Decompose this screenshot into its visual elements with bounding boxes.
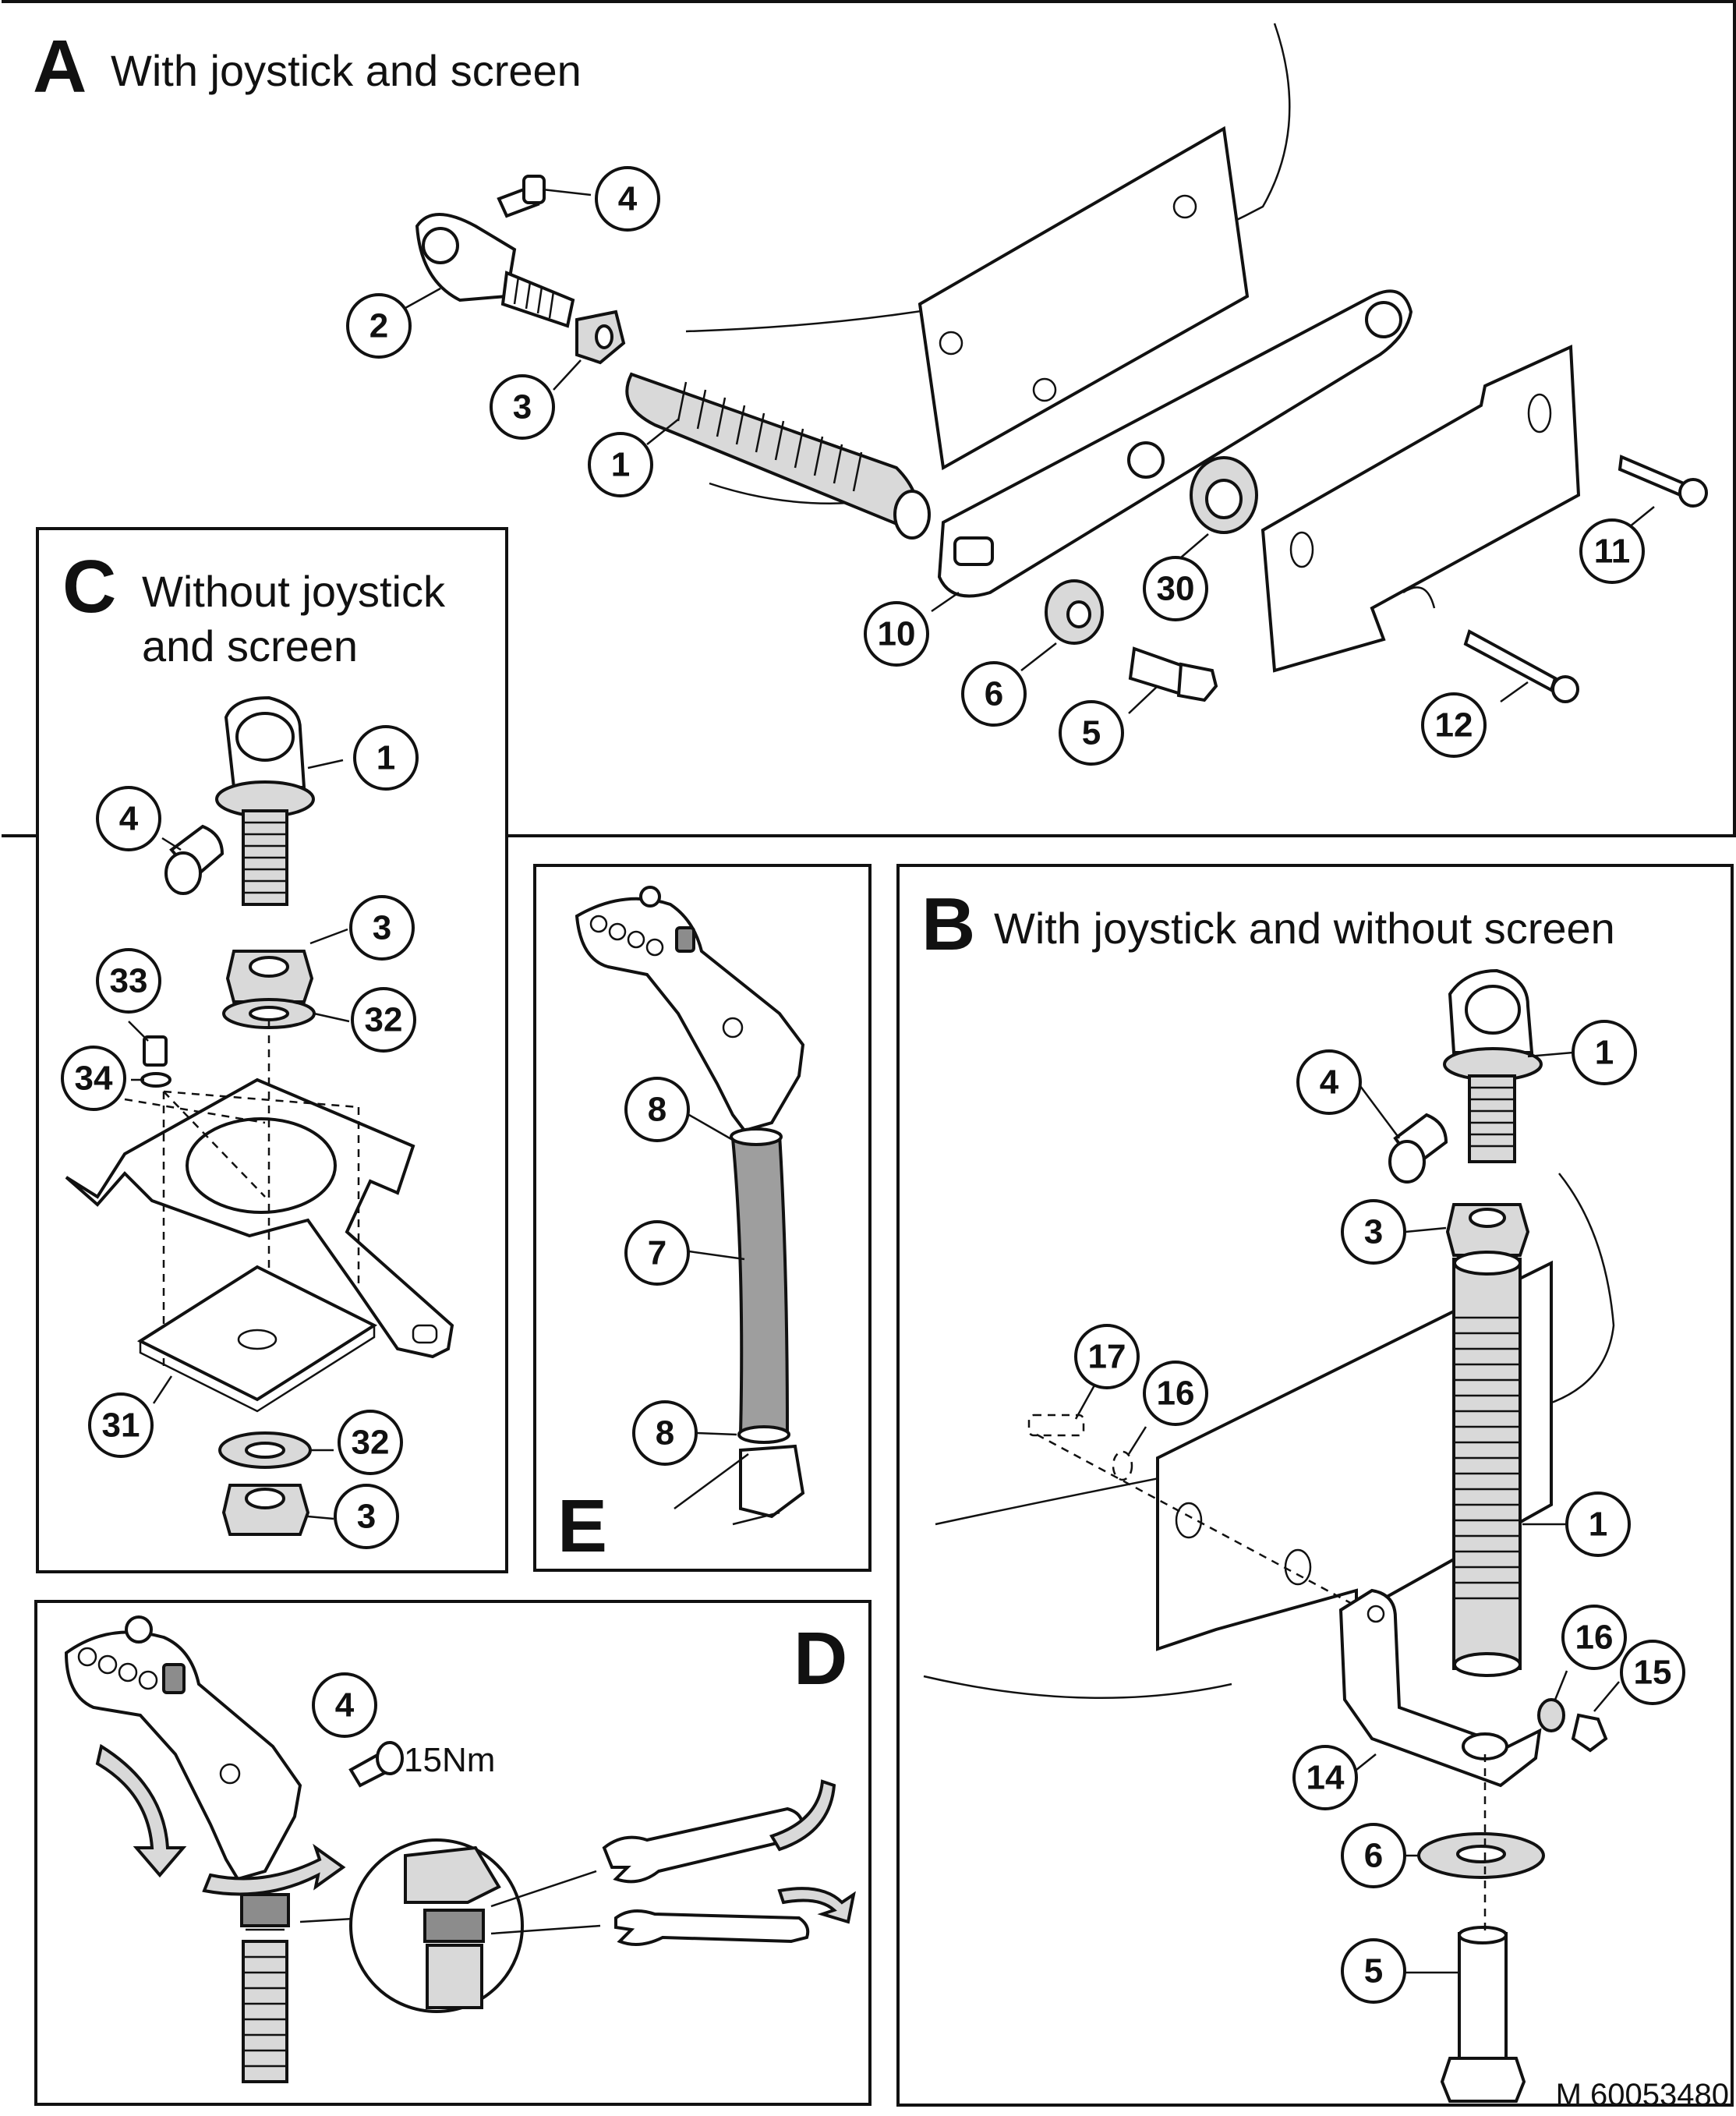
panel-d: D 15Nm — [34, 1600, 872, 2106]
callout-circle — [1059, 700, 1124, 766]
panel-c-letter: C — [62, 545, 116, 628]
callout-number: 12 — [1435, 706, 1473, 745]
callout-number: 31 — [102, 1407, 140, 1445]
panel-e: E — [533, 864, 872, 1572]
callout-number: 5 — [1082, 714, 1101, 752]
panel-d-letter: D — [794, 1617, 847, 1700]
callout-circle — [338, 1410, 403, 1475]
callout-circle — [624, 1077, 690, 1142]
callout-number: 3 — [513, 388, 532, 426]
callout-circle — [1143, 1361, 1208, 1426]
callout-number: 33 — [110, 962, 148, 1000]
callout-number: 10 — [878, 615, 916, 653]
callout-circle — [1143, 556, 1208, 621]
panel-b: B With joystick and without screen — [896, 864, 1734, 2107]
panel-c-title-1: Without joystick — [142, 567, 446, 616]
callout-circle — [1341, 1938, 1406, 2004]
callout-circle — [1579, 518, 1645, 584]
callout-circle — [312, 1672, 377, 1738]
callout-number: 16 — [1575, 1619, 1614, 1657]
callout-circle — [588, 432, 653, 497]
callout-number: 4 — [119, 800, 139, 838]
callout-number: 3 — [357, 1498, 376, 1536]
callout-number: 16 — [1157, 1375, 1195, 1413]
callout-number: 1 — [1595, 1034, 1614, 1072]
panel-b-letter: B — [921, 883, 975, 966]
callout-circle — [624, 1220, 690, 1286]
callout-number: 6 — [1364, 1837, 1383, 1875]
callout-circle — [346, 293, 412, 359]
callout-number: 14 — [1306, 1759, 1345, 1797]
callout-number: 8 — [648, 1091, 666, 1129]
callouts-panel-c: 1 4 3 33 32 34 31 32 3 — [61, 725, 419, 1549]
callout-number: 11 — [1594, 533, 1631, 571]
callout-number: 4 — [335, 1686, 355, 1725]
panel-c-title-2: and screen — [142, 621, 358, 671]
callout-circle — [96, 786, 161, 851]
callout-number: 30 — [1157, 570, 1195, 608]
callouts-panel-d: 4 — [312, 1672, 377, 1738]
callout-circle — [96, 948, 161, 1014]
panel-e-letter: E — [557, 1484, 607, 1568]
callout-circle — [1572, 1020, 1637, 1085]
callout-circle — [349, 895, 415, 961]
document-reference: M 60053480 — [1556, 2078, 1729, 2112]
callout-number: 6 — [985, 675, 1003, 713]
callout-circle — [1074, 1324, 1140, 1389]
callouts-panel-a: 4 2 3 1 10 6 5 30 11 12 — [346, 166, 1645, 766]
callout-circle — [1296, 1049, 1362, 1115]
callout-circle — [1341, 1199, 1406, 1265]
torque-value: 15Nm — [404, 1741, 495, 1779]
callout-number: 7 — [648, 1234, 666, 1272]
panel-a-letter: A — [33, 25, 87, 108]
callout-circle — [1565, 1491, 1631, 1557]
callout-circle — [1620, 1640, 1685, 1705]
callout-circle — [1341, 1823, 1406, 1888]
callout-circle — [490, 374, 555, 440]
callout-number: 4 — [618, 180, 638, 218]
callout-circle — [1421, 692, 1487, 758]
callout-circle — [88, 1392, 154, 1458]
callout-number: 8 — [656, 1414, 674, 1453]
callout-number: 4 — [1320, 1063, 1339, 1102]
callout-number: 34 — [75, 1060, 113, 1098]
callout-number: 1 — [1589, 1506, 1607, 1544]
panel-a: A With joystick and screen — [2, 0, 1736, 837]
tube-ribs-a — [677, 381, 863, 492]
callout-number: 32 — [352, 1424, 390, 1462]
callout-number: 1 — [377, 739, 395, 777]
callout-circle — [351, 987, 416, 1053]
callout-circle — [1292, 1745, 1358, 1810]
panel-c: C Without joystick and screen — [36, 527, 508, 1573]
callout-circle — [61, 1046, 126, 1111]
callout-number: 17 — [1088, 1338, 1126, 1376]
callout-number: 3 — [373, 909, 391, 947]
callout-number: 1 — [611, 446, 630, 484]
callout-circle — [1561, 1605, 1627, 1670]
callout-circle — [353, 725, 419, 791]
callout-number: 3 — [1364, 1213, 1383, 1251]
callout-circle — [864, 601, 929, 667]
callout-circle — [961, 661, 1027, 727]
callout-circle — [595, 166, 660, 232]
callout-number: 15 — [1634, 1654, 1672, 1692]
callout-number: 32 — [365, 1001, 403, 1039]
callout-number: 5 — [1364, 1952, 1383, 1990]
callouts-panel-b: 1 4 3 17 16 1 16 15 14 6 5 — [1074, 1020, 1685, 2004]
callouts-panel-e: 8 7 8 — [624, 1077, 698, 1466]
callout-circle — [334, 1484, 399, 1549]
panel-b-title: With joystick and without screen — [994, 904, 1615, 953]
panel-a-title: With joystick and screen — [111, 46, 582, 95]
callout-number: 2 — [369, 307, 388, 345]
callout-circle — [632, 1400, 698, 1466]
